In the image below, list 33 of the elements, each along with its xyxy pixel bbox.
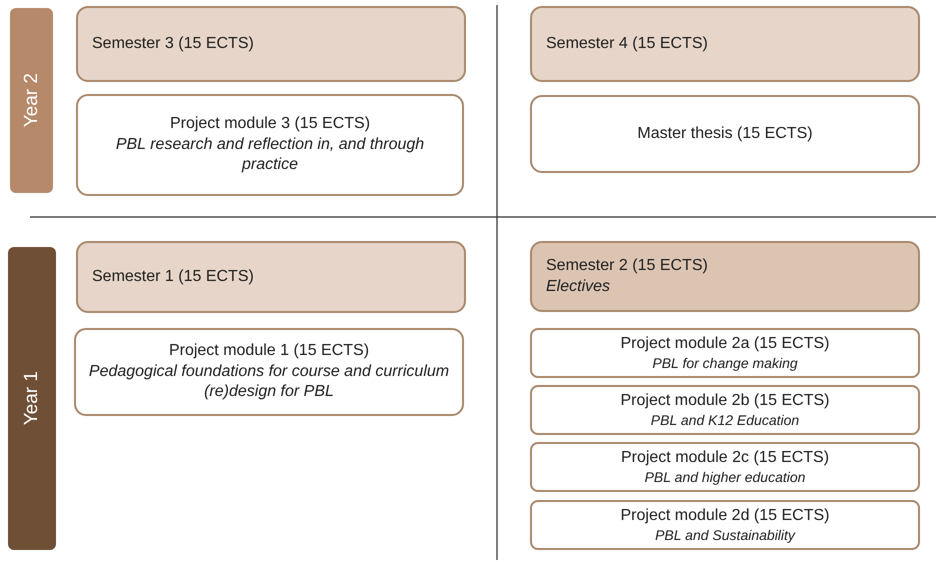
semester-header — [530, 6, 920, 82]
year-band — [10, 8, 53, 193]
module-card — [530, 500, 920, 550]
module-title: Project module 1 (15 ECTS) — [168, 340, 370, 361]
module-card — [76, 94, 464, 196]
module-title: Project module 2c (15 ECTS) — [620, 448, 830, 468]
semester-header — [530, 241, 920, 312]
semester-title: Semester 2 (15 ECTS) — [546, 256, 708, 276]
module-card — [530, 328, 920, 378]
year-label: Year 2 — [20, 73, 42, 128]
module-card — [74, 328, 464, 416]
module-title: Project module 2a (15 ECTS) — [620, 334, 830, 354]
semester-title: Semester 3 (15 ECTS) — [92, 34, 254, 54]
module-title: Project module 2b (15 ECTS) — [620, 390, 830, 410]
year-label: Year 1 — [21, 371, 43, 426]
year-band — [8, 247, 56, 550]
module-subtitle: PBL for change making — [652, 354, 798, 372]
module-card — [530, 385, 920, 435]
semester-header — [76, 6, 466, 82]
module-subtitle: Electives — [546, 276, 610, 296]
module-subtitle: PBL research and reflection in, and through practice — [114, 134, 426, 176]
module-subtitle: PBL and Sustainability — [655, 526, 795, 544]
module-subtitle: Pedagogical foundations for course and curriculum (re)design for PBL — [88, 362, 450, 402]
semester-header — [76, 241, 466, 313]
module-title: Master thesis (15 ECTS) — [637, 124, 813, 144]
module-title: Project module 2d (15 ECTS) — [620, 506, 830, 526]
semester-title: Semester 1 (15 ECTS) — [92, 266, 254, 287]
module-subtitle: PBL and higher education — [644, 468, 806, 486]
module-subtitle: PBL and K12 Education — [650, 411, 800, 430]
module-card — [530, 442, 920, 492]
module-card — [530, 95, 920, 173]
semester-title: Semester 4 (15 ECTS) — [546, 34, 708, 54]
module-title: Project module 3 (15 ECTS) — [170, 114, 370, 134]
